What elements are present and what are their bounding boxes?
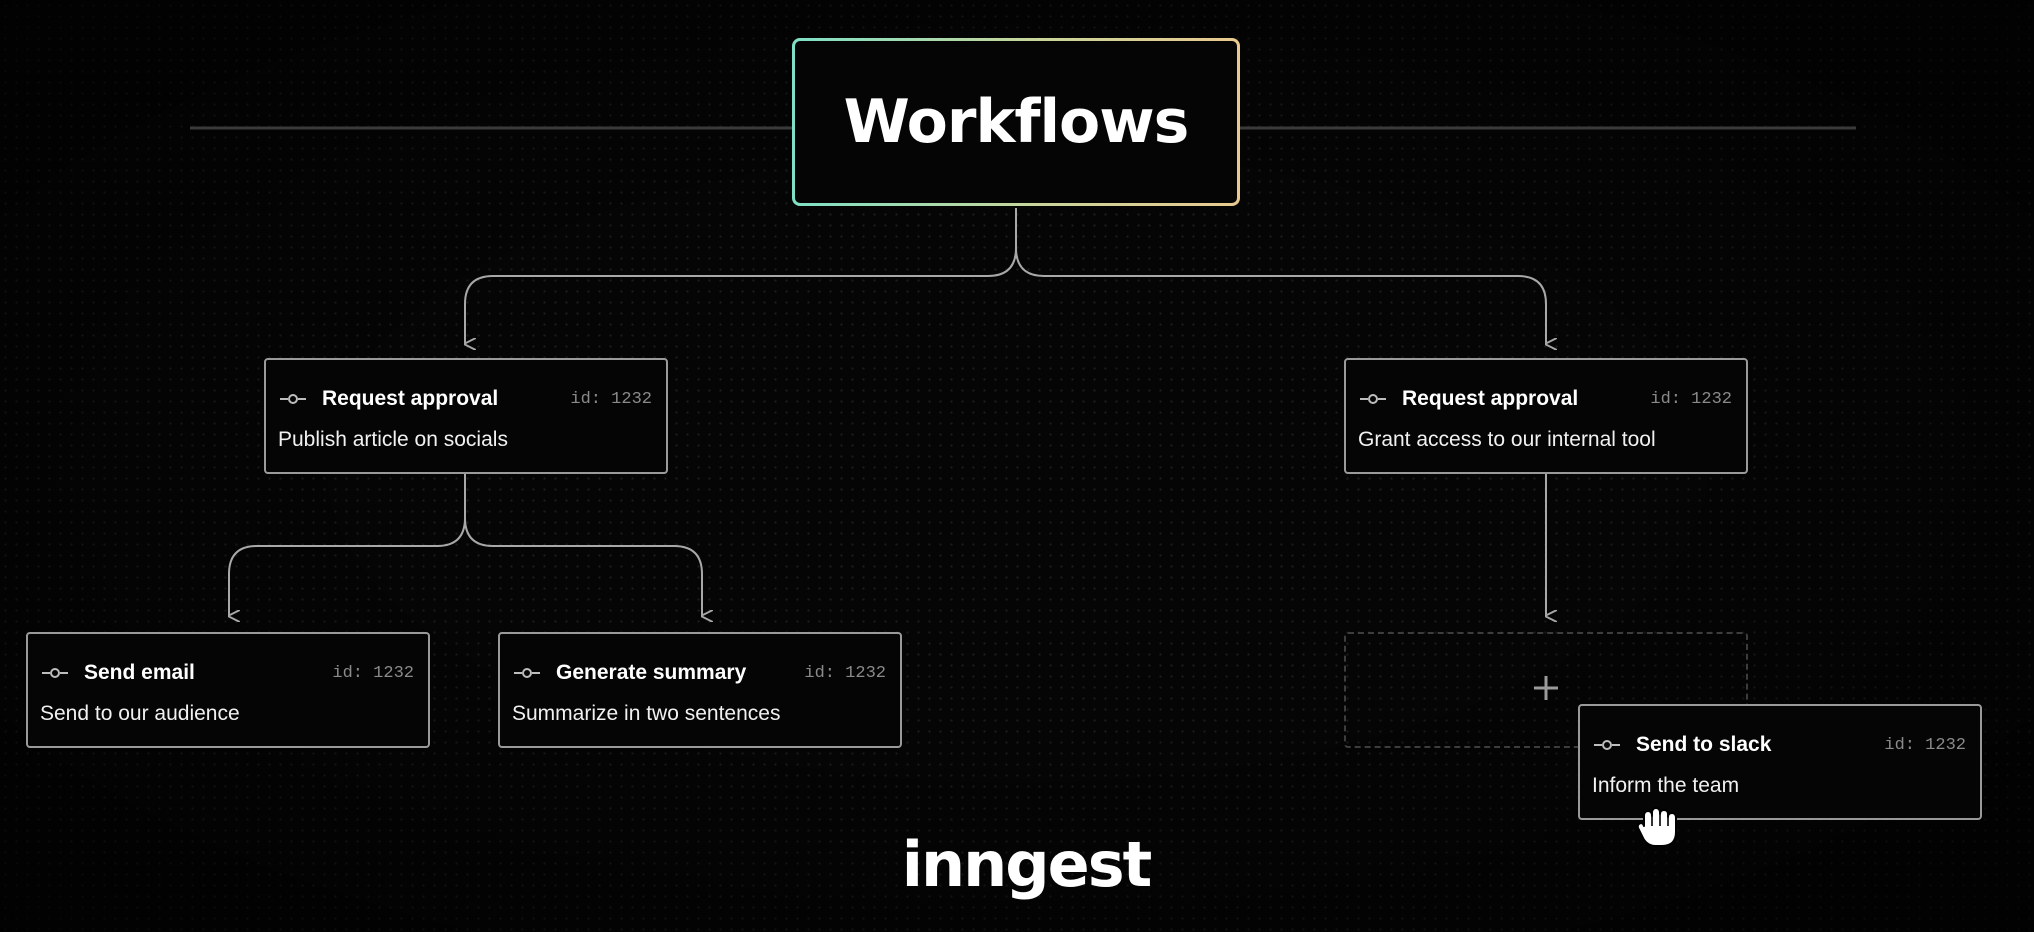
step-node-request-approval-right[interactable]: Request approval id: 1232 Grant access t… (1344, 358, 1748, 474)
step-icon (514, 666, 540, 680)
step-node-request-approval-left[interactable]: Request approval id: 1232 Publish articl… (264, 358, 668, 474)
node-description: Inform the team (1592, 774, 1740, 797)
step-icon (42, 666, 68, 680)
workflows-title: Workflows (843, 87, 1190, 157)
step-icon (1360, 392, 1386, 406)
node-title: Send to slack (1636, 733, 1772, 756)
step-icon (280, 392, 306, 406)
step-node-send-email[interactable]: Send email id: 1232 Send to our audience (26, 632, 430, 748)
node-description: Send to our audience (40, 702, 240, 725)
add-step-placeholder[interactable] (1344, 632, 1748, 748)
plus-icon[interactable] (1530, 672, 1562, 704)
node-title: Send email (84, 661, 195, 684)
workflows-title-box: Workflows (792, 38, 1240, 206)
step-icon (1594, 738, 1620, 752)
edge-left-to-summary (464, 474, 702, 616)
node-description: Grant access to our internal tool (1358, 428, 1656, 451)
grab-hand-cursor-icon (1636, 807, 1677, 847)
node-title: Request approval (322, 387, 499, 410)
step-node-generate-summary[interactable]: Generate summary id: 1232 Summarize in t… (498, 632, 902, 748)
edge-title-to-left (465, 208, 1017, 344)
node-description: Summarize in two sentences (512, 702, 781, 725)
node-id: id: 1232 (1884, 735, 1966, 755)
node-id: id: 1232 (570, 389, 652, 409)
node-title: Request approval (1402, 387, 1579, 410)
edge-left-to-email (229, 474, 466, 616)
inngest-logo: inngest (901, 827, 1153, 901)
node-id: id: 1232 (804, 663, 886, 683)
node-description: Publish article on socials (278, 428, 508, 451)
edge-title-to-right (1015, 208, 1546, 344)
node-id: id: 1232 (332, 663, 414, 683)
node-id: id: 1232 (1650, 389, 1732, 409)
step-node-send-to-slack[interactable]: Send to slack id: 1232 Inform the team (1578, 704, 1982, 820)
node-title: Generate summary (556, 661, 747, 684)
